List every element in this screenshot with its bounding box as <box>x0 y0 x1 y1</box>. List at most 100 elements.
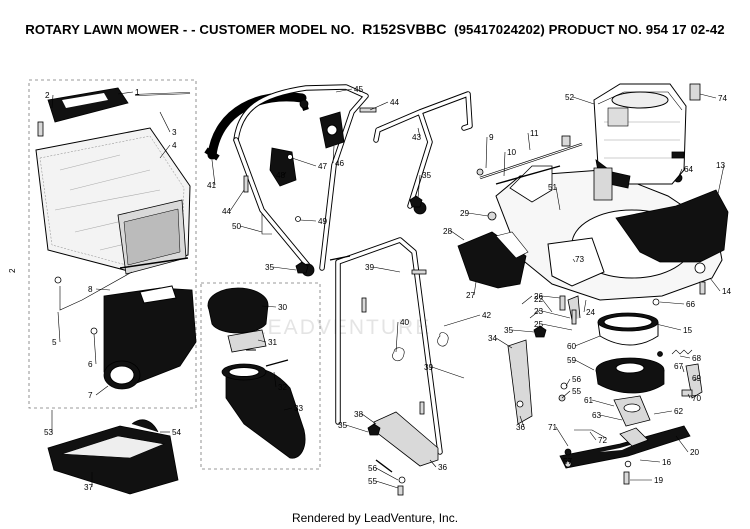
callout-44: 44 <box>390 98 400 107</box>
callout-leader-35 <box>345 424 369 433</box>
callout-25: 25 <box>534 320 544 329</box>
callout-9: 9 <box>489 133 494 142</box>
callout-44: 44 <box>222 207 232 216</box>
callout-leader-42 <box>443 314 481 327</box>
grass-bag-assembly-box <box>28 79 197 409</box>
callout-11: 11 <box>530 129 539 138</box>
handle-bracket-right <box>507 339 533 425</box>
callout-leader-8 <box>95 288 111 291</box>
callout-62: 62 <box>674 407 684 416</box>
engine-group <box>593 83 687 201</box>
callout-39: 39 <box>365 263 375 272</box>
callout-leader-4 <box>159 144 171 159</box>
callout-leader-29 <box>467 212 489 217</box>
callout-leader-23 <box>541 310 571 319</box>
callout-4: 4 <box>172 141 177 150</box>
callout-leader-5 <box>57 311 61 343</box>
callout-20: 20 <box>690 448 700 457</box>
callout-40: 40 <box>400 318 410 327</box>
callout-50: 50 <box>232 222 242 231</box>
callout-leader-39 <box>431 366 465 379</box>
callout-leader-35 <box>417 174 421 199</box>
callout-27: 27 <box>466 291 476 300</box>
callout-leader-41 <box>211 159 216 186</box>
callout-leader-49 <box>299 219 317 222</box>
callout-29: 29 <box>460 209 470 218</box>
callout-leader-66 <box>659 301 685 305</box>
callout-56: 56 <box>368 464 378 473</box>
callout-leader-51 <box>555 186 561 211</box>
callout-66: 66 <box>686 300 696 309</box>
callout-41: 41 <box>207 181 217 190</box>
callout-leader-33 <box>283 407 293 411</box>
title-suffix: (95417024202) PRODUCT NO. 954 17 02-42 <box>454 22 725 37</box>
callout-leader-73 <box>572 258 576 263</box>
callout-leader-1 <box>117 91 134 95</box>
rear-flap <box>615 189 729 263</box>
callout-53: 53 <box>44 428 54 437</box>
deflector-shield <box>47 425 179 495</box>
callout-60: 60 <box>567 342 577 351</box>
callout-1: 1 <box>135 88 140 97</box>
callout-37: 37 <box>84 483 94 492</box>
callout-leader-3 <box>159 111 171 133</box>
callout-leader-60 <box>574 335 601 347</box>
callout-55: 55 <box>368 477 378 486</box>
diagram-title: ROTARY LAWN MOWER - - CUSTOMER MODEL NO.… <box>0 22 750 38</box>
callout-10: 10 <box>507 148 517 157</box>
cable-bracket <box>269 147 297 187</box>
callout-72: 72 <box>598 436 608 445</box>
callout-leader-64 <box>677 168 683 179</box>
callout-61: 61 <box>584 396 594 405</box>
footer-credit: Rendered by LeadVenture, Inc. <box>291 511 459 525</box>
title-prefix: ROTARY LAWN MOWER - - CUSTOMER MODEL NO. <box>25 22 355 37</box>
callout-70: 70 <box>692 394 702 403</box>
callout-64: 64 <box>684 165 694 174</box>
mulch-plug-box <box>200 282 321 470</box>
callout-leader-59 <box>574 359 595 371</box>
callout-15: 15 <box>683 326 693 335</box>
callout-74: 74 <box>718 94 728 103</box>
callout-19: 19 <box>654 476 664 485</box>
discharge-tube <box>225 367 306 459</box>
callout-35: 35 <box>422 171 432 180</box>
callout-leader-16 <box>639 459 661 463</box>
callout-32: 32 <box>278 383 288 392</box>
callout-leader-11 <box>527 132 531 151</box>
callout-43: 43 <box>412 133 422 142</box>
callout-leader-67 <box>681 365 685 373</box>
callout-leader-52 <box>572 96 595 105</box>
grass-bag-group <box>35 87 197 390</box>
callout-63: 63 <box>592 411 602 420</box>
callout-35: 35 <box>504 326 514 335</box>
callout-51: 51 <box>548 183 558 192</box>
callout-2: 2 <box>45 91 50 100</box>
callout-45: 45 <box>354 85 364 94</box>
callout-35: 35 <box>338 421 348 430</box>
callout-leader-25 <box>541 323 573 331</box>
callout-3: 3 <box>172 128 177 137</box>
callout-36: 36 <box>438 463 448 472</box>
callout-22: 22 <box>534 295 544 304</box>
watermark: LEADVENTURE <box>254 316 432 339</box>
callout-55: 55 <box>572 387 582 396</box>
callout-leader-69 <box>693 377 701 381</box>
callout-24: 24 <box>586 308 596 317</box>
callout-leader-68 <box>679 355 691 359</box>
handle-knob-icons <box>295 195 547 436</box>
callout-31: 31 <box>268 338 278 347</box>
callout-52: 52 <box>565 93 575 102</box>
callout-8: 8 <box>88 285 93 294</box>
callout-5: 5 <box>52 338 57 347</box>
callout-leader-45 <box>335 88 353 93</box>
callout-leader-50 <box>239 225 263 233</box>
callout-leader-20 <box>675 435 689 453</box>
callout-57: 57 <box>563 457 573 466</box>
callout-leader-36 <box>519 415 525 428</box>
callout-59: 59 <box>567 356 577 365</box>
upper-handle-group <box>204 84 427 277</box>
callout-leader-28 <box>450 230 465 241</box>
callout-leader-46 <box>332 145 335 164</box>
